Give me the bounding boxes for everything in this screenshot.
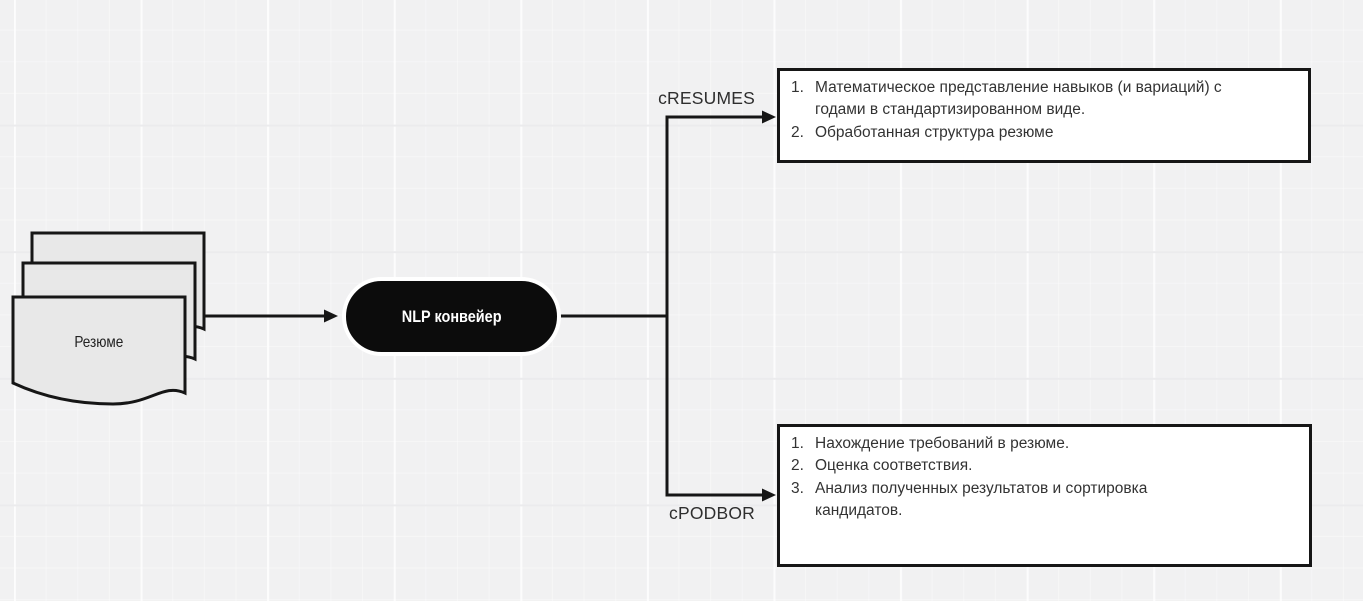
list-item-text: Анализ полученных результатов и сортиров…: [815, 479, 1148, 520]
list-item-text: Оценка соответствия.: [815, 457, 973, 475]
edge-branch-to-cresumes: [665, 110, 776, 124]
document-front: [11, 295, 187, 406]
nlp-pipeline-node: NLP конвейер: [342, 277, 561, 356]
document-stack-icon: [11, 231, 206, 406]
edge-nlp-to-branch: [560, 117, 669, 495]
nlp-pipeline-label: NLP конвейер: [401, 306, 502, 326]
cresumes-output-list: 1. Математическое представление навыков …: [780, 71, 1308, 150]
edge-label-cpodbor: cPODBOR: [669, 503, 755, 523]
arrowhead-icon: [762, 488, 776, 502]
resume-stack-label: Резюме: [74, 334, 124, 351]
list-item-text: Нахождение требований в резюме.: [815, 435, 1070, 452]
list-item-text: Обработанная структура резюме: [815, 123, 1054, 141]
edge-label-cresumes: cRESUMES: [658, 88, 755, 108]
cpodbor-output-list: 1. Нахождение требований в резюме. 2. Оц…: [780, 427, 1309, 529]
edge-branch-to-cpodbor: [665, 488, 776, 502]
edge-resume-to-nlp: [203, 309, 338, 323]
list-item: 1. Нахождение требований в резюме.: [789, 433, 1297, 455]
list-item-number: 1.: [791, 435, 804, 452]
list-item: 2. Обработанная структура резюме: [789, 122, 1296, 144]
list-item: 1. Математическое представление навыков …: [789, 77, 1296, 122]
arrowhead-icon: [324, 309, 338, 323]
cresumes-output-box: 1. Математическое представление навыков …: [777, 68, 1311, 163]
list-item-text: Математическое представление навыков (и …: [815, 79, 1222, 119]
list-item-number: 3.: [791, 479, 804, 497]
list-item-number: 1.: [791, 79, 804, 96]
list-item: 2. Оценка соответствия.: [789, 455, 1297, 477]
arrowhead-icon: [762, 110, 776, 124]
cpodbor-output-box: 1. Нахождение требований в резюме. 2. Оц…: [777, 424, 1312, 567]
list-item: 3. Анализ полученных результатов и сорти…: [789, 478, 1297, 523]
list-item-number: 2.: [791, 457, 804, 475]
list-item-number: 2.: [791, 123, 804, 141]
